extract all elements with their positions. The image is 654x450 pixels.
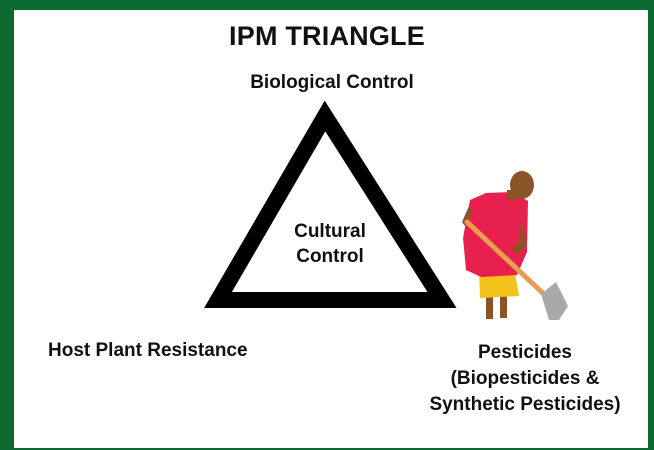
pesticides-line2: (Biopesticides & [450, 368, 600, 389]
cultural-control-line1: Cultural [294, 221, 366, 242]
cultural-control-line2: Control [296, 246, 364, 267]
biological-control-label: Biological Control [250, 72, 414, 93]
person-with-hoe-icon [462, 171, 568, 320]
pesticides-line3: Synthetic Pesticides) [429, 394, 621, 415]
host-plant-resistance-label: Host Plant Resistance [48, 340, 248, 361]
diagram-title: IPM TRIANGLE [229, 21, 425, 51]
pesticides-line1: Pesticides [478, 342, 572, 363]
ipm-triangle [204, 100, 457, 308]
pesticides-label: Pesticides (Biopesticides & Synthetic Pe… [400, 340, 650, 418]
cultural-control-label: Cultural Control [250, 219, 410, 269]
